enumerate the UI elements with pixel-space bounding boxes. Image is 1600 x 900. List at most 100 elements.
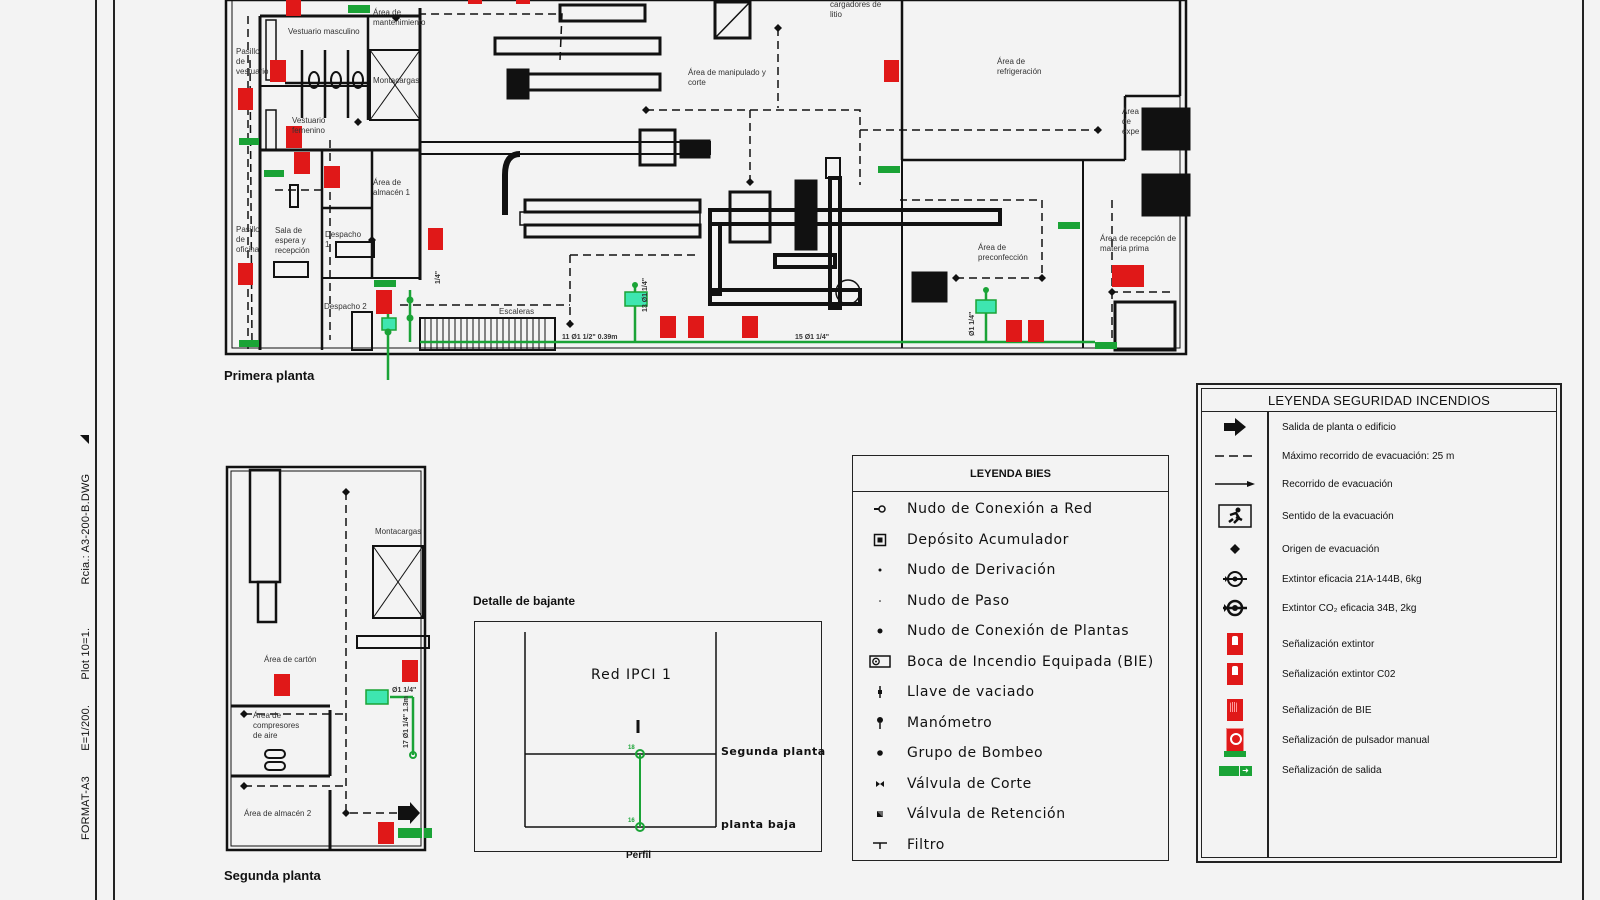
bies-legend-item: Válvula de Corte bbox=[853, 769, 1168, 800]
fire-safety-legend-item: Salida de planta o edificio bbox=[1202, 415, 1556, 439]
riser-node-label-top: 18 bbox=[628, 745, 635, 751]
bie-sign-icon bbox=[1202, 699, 1268, 721]
bies-legend-item: Nudo de Conexión de Plantas bbox=[853, 616, 1168, 647]
fire-safety-legend-label: Máximo recorrido de evacuación: 25 m bbox=[1282, 450, 1455, 462]
drain-valve-icon bbox=[853, 685, 907, 699]
riser-caption: Perfil bbox=[626, 850, 652, 861]
room-escaleras: Escaleras bbox=[499, 307, 535, 316]
fire-safety-legend-item: Recorrido de evacuación bbox=[1202, 472, 1556, 496]
fire-safety-legend-item: Señalización extintor bbox=[1202, 632, 1556, 656]
room-pasillo-oficina: Pasillo de oficina bbox=[236, 225, 260, 254]
pipe-label-5: 1/4" bbox=[435, 270, 442, 284]
primera-planta-title: Primera planta bbox=[224, 368, 315, 383]
bies-legend-item: Nudo de Conexión a Red bbox=[853, 494, 1168, 525]
fire-safety-legend-item: Sentido de la evacuación bbox=[1202, 504, 1556, 528]
room-preconfeccion: Área de preconfección bbox=[978, 243, 1028, 262]
room-almacen-1: Área de almacén 1 bbox=[373, 178, 410, 197]
extinguisher-icon bbox=[1202, 570, 1268, 588]
fire-hose-cabinet-icon bbox=[853, 655, 907, 669]
primera-exit-signs bbox=[239, 5, 1117, 349]
branch-node-icon bbox=[853, 567, 907, 573]
room-vestuario-masculino: Vestuario masculino bbox=[288, 27, 360, 36]
fire-safety-legend-label: Señalización de BIE bbox=[1282, 704, 1372, 716]
pump-group-icon bbox=[853, 749, 907, 757]
bies-legend-label: Nudo de Conexión de Plantas bbox=[907, 623, 1130, 640]
room-expe: Área de expe bbox=[1122, 107, 1140, 136]
fire-safety-legend-label: Señalización extintor bbox=[1282, 638, 1375, 650]
room-refrigeracion: Área de refrigeración bbox=[997, 57, 1042, 76]
bies-legend-item: Manómetro bbox=[853, 708, 1168, 739]
bies-legend-item: Depósito Acumulador bbox=[853, 525, 1168, 556]
riser-node-label-bottom: 16 bbox=[628, 818, 635, 824]
pipe-label-2: 11 Ø1 1/2" 0.39m bbox=[562, 334, 618, 341]
co2-extinguisher-sign-icon bbox=[1202, 663, 1268, 685]
room-pasillo-vestuario: Pasillo de vestuario bbox=[236, 47, 269, 76]
fire-safety-legend-title: LEYENDA SEGURIDAD INCENDIOS bbox=[1202, 389, 1556, 412]
pipe-label-7: 17 Ø1 1/4" 1.3m bbox=[403, 696, 410, 748]
room-cargadores-litio: cargadores de litio bbox=[830, 0, 882, 19]
riser-level-upper: Segunda planta bbox=[721, 745, 826, 758]
fire-safety-legend-label: Salida de planta o edificio bbox=[1282, 421, 1396, 433]
exit-arrow-icon bbox=[1202, 417, 1268, 437]
room-compresores: Área de compresores de aire bbox=[253, 711, 300, 740]
bies-legend-label: Manómetro bbox=[907, 714, 993, 731]
pipe-label-1: 13 Ø1 1/4" bbox=[642, 277, 649, 312]
fire-safety-legend-label: Señalización de pulsador manual bbox=[1282, 734, 1430, 746]
fire-safety-legend-item: Origen de evacuación bbox=[1202, 537, 1556, 561]
sheet-border-left bbox=[95, 0, 97, 900]
fire-safety-legend-item: Máximo recorrido de evacuación: 25 m bbox=[1202, 444, 1556, 468]
segunda-planta-title: Segunda planta bbox=[224, 868, 321, 883]
room-area-mantenimiento: Área de mantenimiento bbox=[373, 8, 426, 27]
bies-legend-item: Válvula de Retención bbox=[853, 799, 1168, 830]
fire-safety-legend-label: Sentido de la evacuación bbox=[1282, 510, 1394, 522]
primera-fire-signs bbox=[238, 0, 1144, 342]
riser-level-lower: planta baja bbox=[721, 818, 797, 831]
bies-legend-title: LEYENDA BIES bbox=[853, 456, 1168, 492]
fire-safety-legend-item: ➜Señalización de salida bbox=[1202, 750, 1556, 782]
extinguisher-sign-icon bbox=[1202, 633, 1268, 655]
diamond-icon bbox=[1202, 543, 1268, 555]
filter-icon bbox=[853, 840, 907, 850]
room-vestuario-femenino: Vestuario femenino bbox=[292, 116, 326, 135]
fire-safety-legend-item: Señalización de BIE bbox=[1202, 698, 1556, 722]
running-person-icon bbox=[1202, 504, 1268, 528]
bies-legend-item: Llave de vaciado bbox=[853, 677, 1168, 708]
riser-detail-diagram bbox=[524, 632, 717, 828]
manual-alarm-sign-icon bbox=[1202, 728, 1268, 752]
pipe-label-3: 15 Ø1 1/4" bbox=[795, 334, 830, 341]
riser-network-label: Red IPCI 1 bbox=[591, 667, 672, 683]
pipe-label-4: Ø1 1/4" bbox=[969, 311, 976, 336]
bies-legend-item: Filtro bbox=[853, 830, 1168, 861]
bies-legend-label: Nudo de Paso bbox=[907, 592, 1010, 609]
accumulator-tank-icon bbox=[853, 533, 907, 547]
fire-safety-legend-label: Extintor CO₂ eficacia 34B, 2kg bbox=[1282, 602, 1417, 614]
fire-safety-legend-label: Extintor eficacia 21A-144B, 6kg bbox=[1282, 573, 1422, 585]
fire-safety-legend-label: Recorrido de evacuación bbox=[1282, 478, 1393, 490]
room-recepcion-materia-prima: Área de recepción de materia prima bbox=[1100, 234, 1177, 253]
pressure-gauge-icon bbox=[853, 716, 907, 730]
co2-extinguisher-icon bbox=[1202, 599, 1268, 617]
room-despacho-1: Despacho 1 bbox=[325, 230, 362, 249]
fire-safety-legend-item: Extintor CO₂ eficacia 34B, 2kg bbox=[1202, 596, 1556, 620]
room-area-carton: Área de cartón bbox=[264, 655, 317, 664]
pipe-label-6: Ø1 1/4" bbox=[392, 687, 417, 694]
bies-legend-label: Nudo de Conexión a Red bbox=[907, 501, 1093, 518]
bies-legend-item: Nudo de Derivación bbox=[853, 555, 1168, 586]
dashed-line-icon bbox=[1202, 454, 1268, 458]
room-almacen-2: Área de almacén 2 bbox=[244, 809, 312, 818]
pass-node-icon bbox=[853, 598, 907, 604]
room-montacargas-2: Montacargas bbox=[375, 527, 422, 536]
room-manipulado-corte: Área de manipulado y corte bbox=[688, 68, 766, 87]
bies-legend-item: Nudo de Paso bbox=[853, 586, 1168, 617]
evacuation-route-arrow-icon bbox=[1202, 480, 1268, 488]
fire-safety-legend-label: Señalización extintor C02 bbox=[1282, 668, 1396, 680]
riser-detail-title: Detalle de bajante bbox=[473, 594, 576, 608]
exit-sign-icon: ➜ bbox=[1202, 750, 1268, 776]
legend-column-divider bbox=[1267, 412, 1269, 857]
primera-planta-plan bbox=[224, 0, 1191, 380]
bies-legend-label: Filtro bbox=[907, 836, 945, 853]
bies-legend-label: Nudo de Derivación bbox=[907, 562, 1056, 579]
segunda-planta-plan bbox=[225, 465, 430, 852]
